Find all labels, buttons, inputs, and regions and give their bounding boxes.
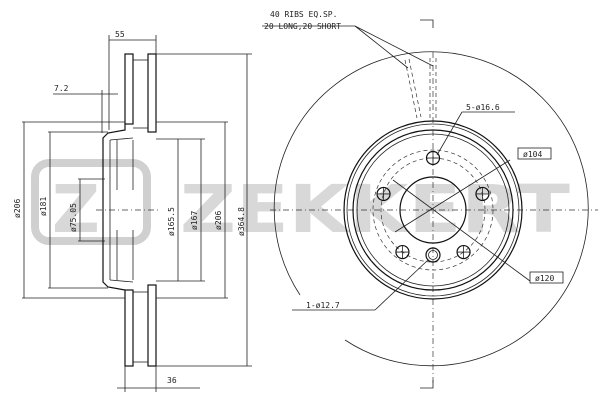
- pcd-label: ø104: [523, 150, 542, 159]
- locator-hole: [425, 247, 441, 263]
- dim-width-55: 55: [115, 30, 125, 39]
- dim-dia-75: ø75.05: [69, 203, 78, 232]
- disc-outer-edge: [273, 51, 589, 367]
- dim-dia-206-right: ø206: [214, 211, 223, 230]
- bolt-hole-centerline: [476, 187, 489, 200]
- bolt-hole: [456, 244, 471, 260]
- bolt-hole: [376, 186, 391, 202]
- center-bore: [399, 176, 467, 244]
- dim-dia-165-5: ø165.5: [167, 207, 176, 236]
- dim-dia-167: ø167: [190, 211, 199, 230]
- watermark-logo: Z ZEKKERT: [31, 159, 570, 248]
- bolt-hole-centerline: [377, 187, 390, 200]
- front-view: 40 RIBS EQ.SP. 20 LONG,20 SHORT 5-ø16.6 …: [262, 10, 598, 389]
- bolt-hole: [395, 244, 410, 260]
- bolt-hole-centerline: [396, 246, 409, 259]
- bolt-hole-centerline: [457, 246, 470, 259]
- locator-hole-label: 1-ø12.7: [306, 301, 340, 310]
- dim-dia-181: ø181: [39, 197, 48, 216]
- dim-dia-206-left: ø206: [13, 199, 22, 218]
- dim-offset-7-2: 7.2: [54, 84, 69, 93]
- watermark-z: Z: [52, 171, 100, 248]
- dim-thickness-36: 36: [167, 376, 177, 385]
- section-view: 55 7.2 36 ø206 ø181 ø75.05 ø165.5 ø167 ø…: [13, 30, 252, 392]
- bolt-hole-centerline: [427, 152, 439, 164]
- hub-dia-label: ø120: [535, 274, 554, 283]
- ribs-note-line1: 40 RIBS EQ.SP.: [270, 10, 337, 19]
- ribs-note-line2: 20 LONG,20 SHORT: [264, 22, 341, 31]
- bolt-hole-label: 5-ø16.6: [466, 103, 500, 112]
- bolt-hole: [475, 186, 490, 202]
- bolt-hole: [425, 150, 441, 166]
- dim-dia-364-8: ø364.8: [237, 207, 246, 236]
